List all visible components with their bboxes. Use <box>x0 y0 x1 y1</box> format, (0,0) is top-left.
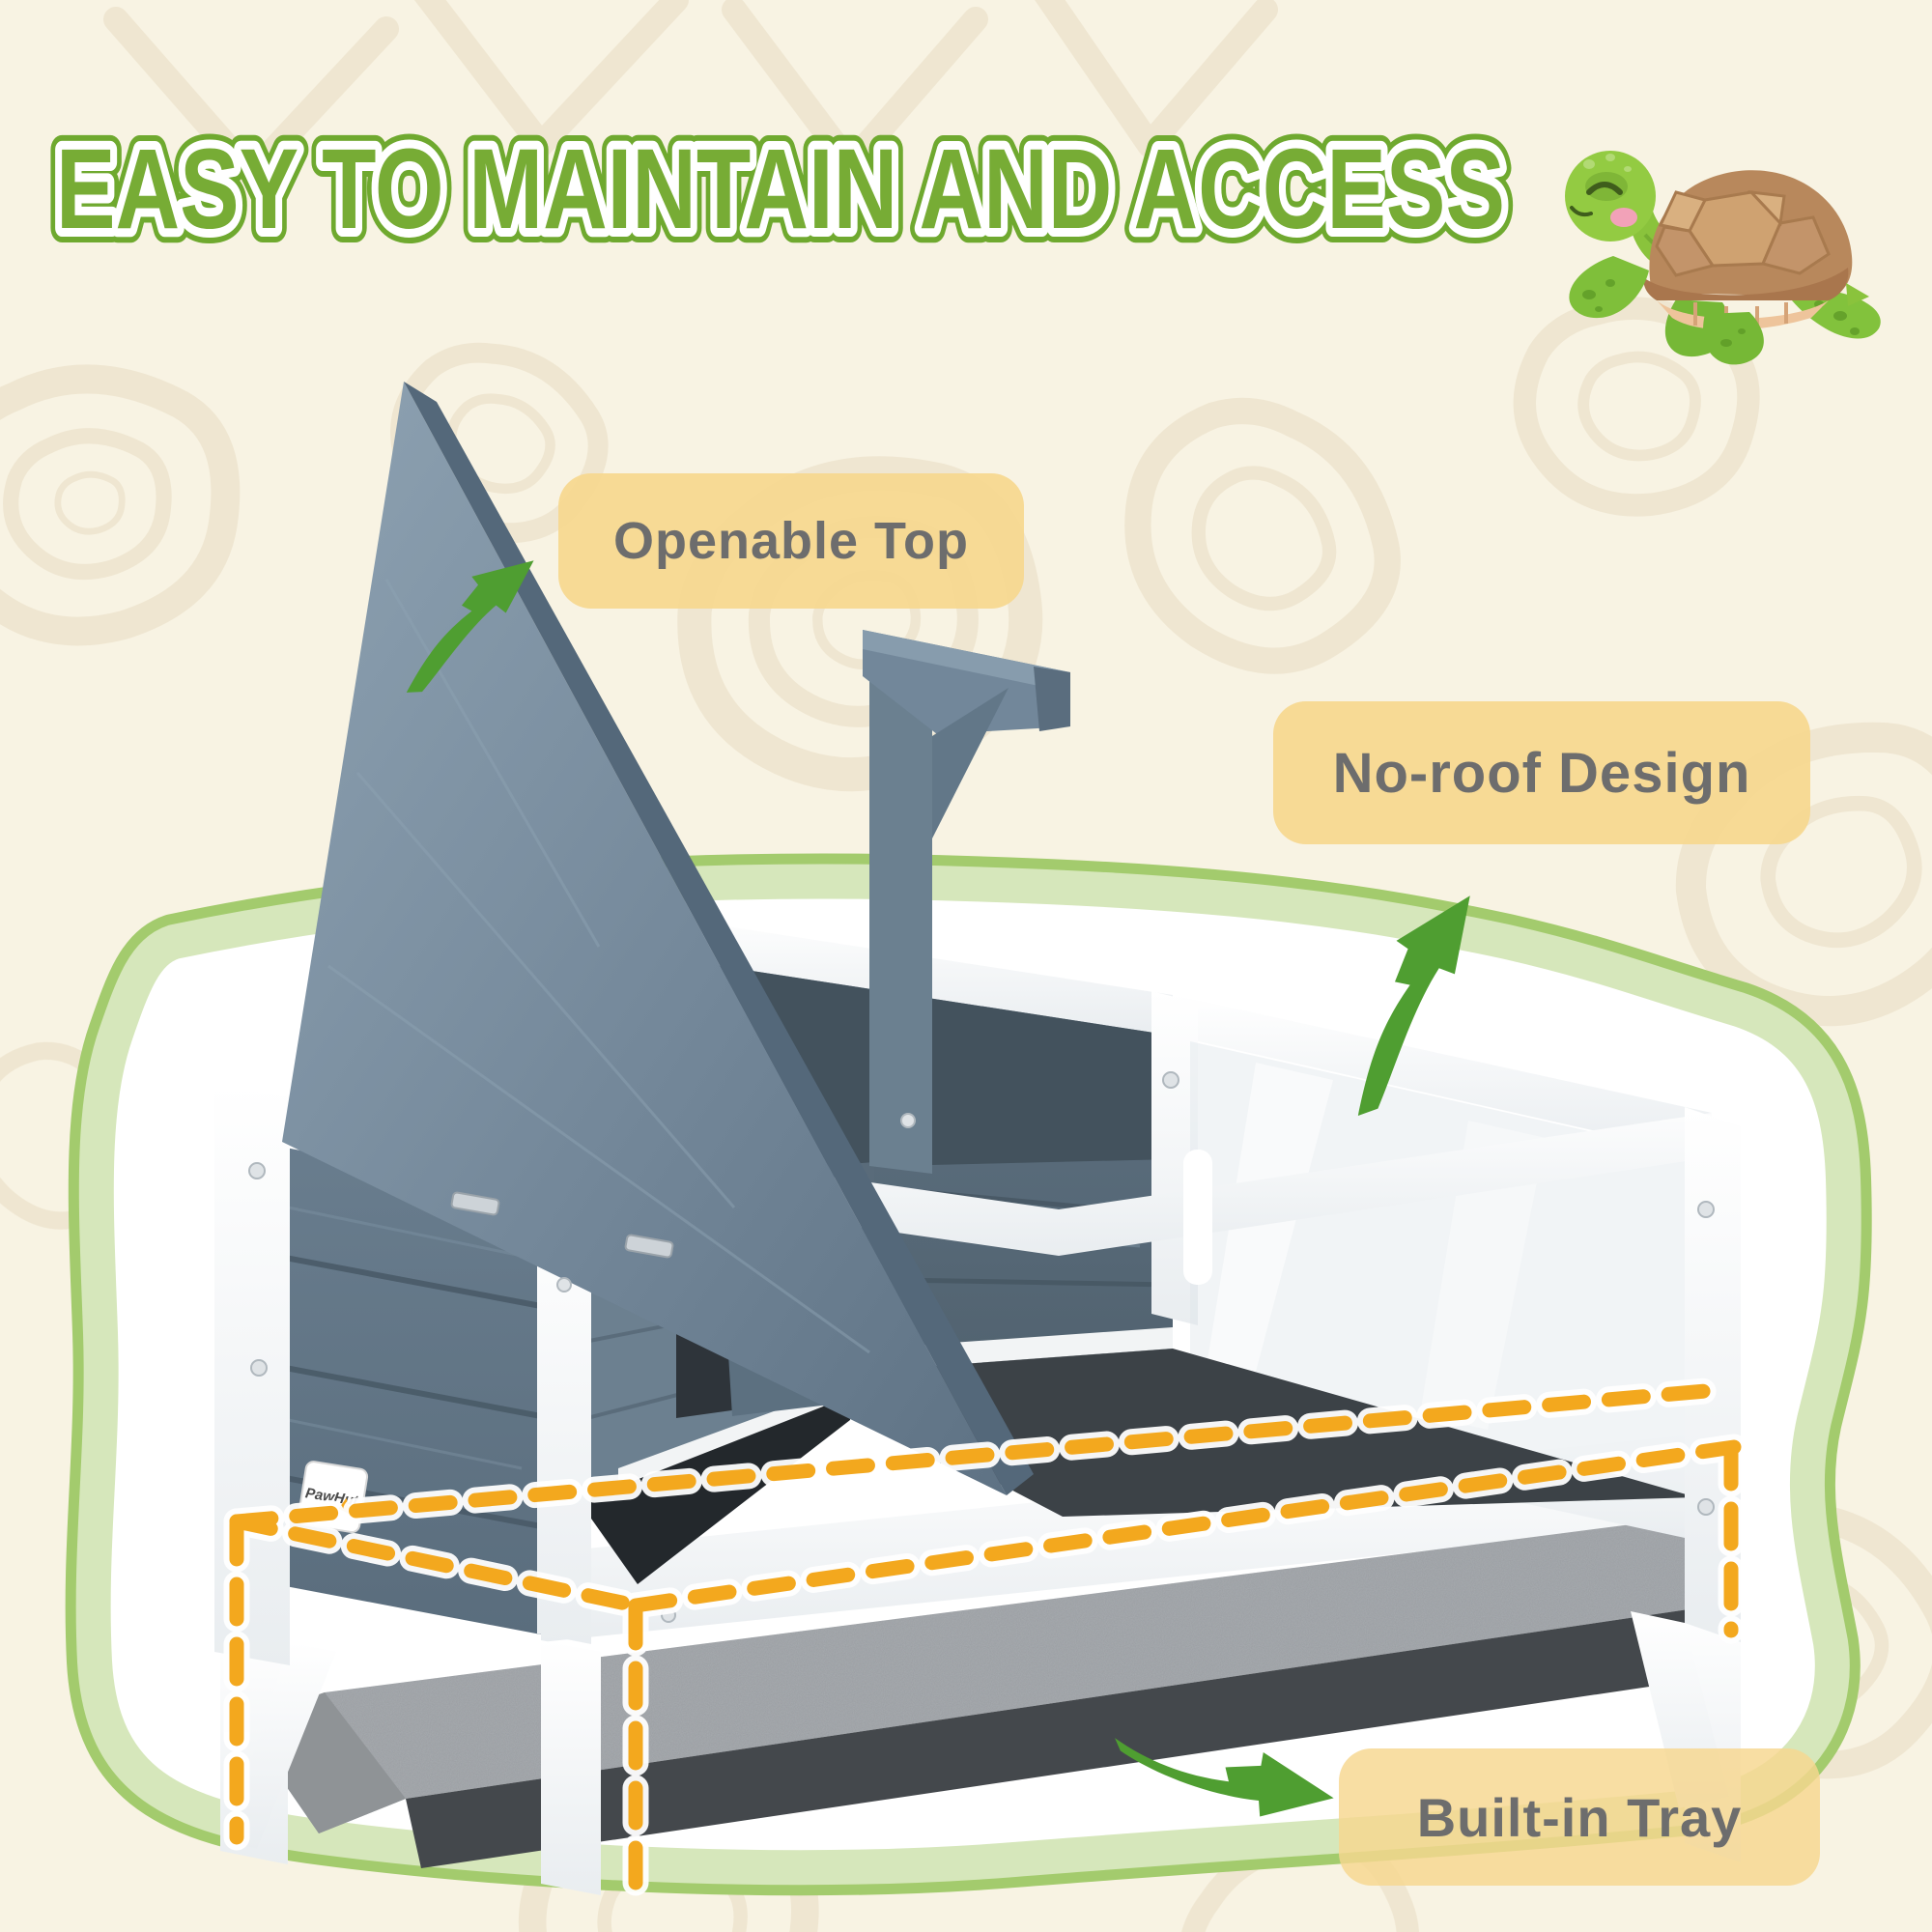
right-end-top-rail <box>1173 995 1712 1157</box>
callout-no-roof-design: No-roof Design <box>1273 701 1810 844</box>
callout-arrows <box>406 560 1470 1817</box>
closed-eye <box>1586 182 1623 195</box>
callout-no-roof-design-label: No-roof Design <box>1332 741 1751 805</box>
turtle-icon <box>1565 151 1881 365</box>
title-fill: EASY TO MAINTAIN AND ACCESS <box>56 126 1505 253</box>
title-outline: EASY TO MAINTAIN AND ACCESS <box>56 126 1505 253</box>
openable-top-arrow <box>406 560 534 693</box>
openable-lid <box>282 382 1034 1495</box>
callout-openable-top-label: Openable Top <box>612 512 969 570</box>
callout-openable-top: Openable Top <box>558 473 1024 609</box>
door-slide-groove <box>1183 1150 1212 1285</box>
title-white-stroke: EASY TO MAINTAIN AND ACCESS <box>56 126 1505 253</box>
page-title: EASY TO MAINTAIN AND ACCESS EASY TO MAIN… <box>42 111 1520 268</box>
basking-shelf-post <box>863 630 1070 1174</box>
tortoise-house-product-photo: PawHut <box>214 382 1741 1895</box>
callout-built-in-tray-label: Built-in Tray <box>1416 1786 1743 1848</box>
built-in-tray-arrow <box>1115 1738 1334 1817</box>
callout-built-in-tray: Built-in Tray <box>1339 1748 1820 1886</box>
no-roof-arrow <box>1357 895 1470 1116</box>
tray-highlight-outline <box>223 1376 1747 1905</box>
